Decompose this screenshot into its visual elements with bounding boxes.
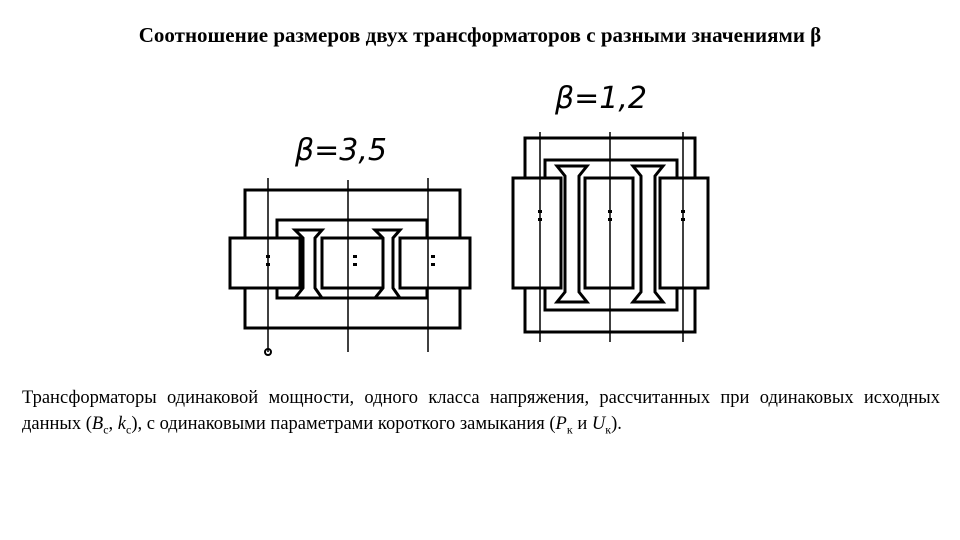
- sub-c-1: c: [103, 422, 109, 437]
- slide-title: Соотношение размеров двух трансформаторо…: [138, 23, 822, 47]
- var-p: P: [555, 414, 567, 434]
- caption-text-2: ), с одинаковыми параметрами короткого з…: [131, 414, 556, 434]
- caption-text-1: Трансформаторы одинаковой мощности, одно…: [22, 388, 940, 434]
- caption-sep-1: ,: [108, 414, 118, 434]
- beta-1-2-label: β=1,2: [554, 81, 647, 116]
- sub-c-2: c: [126, 422, 132, 437]
- var-u: U: [591, 414, 606, 434]
- var-k: k: [117, 414, 126, 434]
- transformer-beta-3-5-drawing: β=3,5: [228, 133, 472, 356]
- beta-3-5-label: β=3,5: [294, 133, 387, 168]
- sub-k-1: к: [566, 422, 573, 437]
- transformer-beta-1-2-drawing: β=1,2: [511, 81, 710, 342]
- caption-paragraph: Трансформаторы одинаковой мощности, одно…: [22, 385, 940, 437]
- caption-text-4: ).: [611, 414, 622, 434]
- caption-text-3: и: [572, 414, 592, 434]
- var-b: B: [91, 414, 104, 434]
- sub-k-2: к: [605, 422, 612, 437]
- transformer-comparison-figure: β=3,5 β=1,2: [215, 70, 735, 370]
